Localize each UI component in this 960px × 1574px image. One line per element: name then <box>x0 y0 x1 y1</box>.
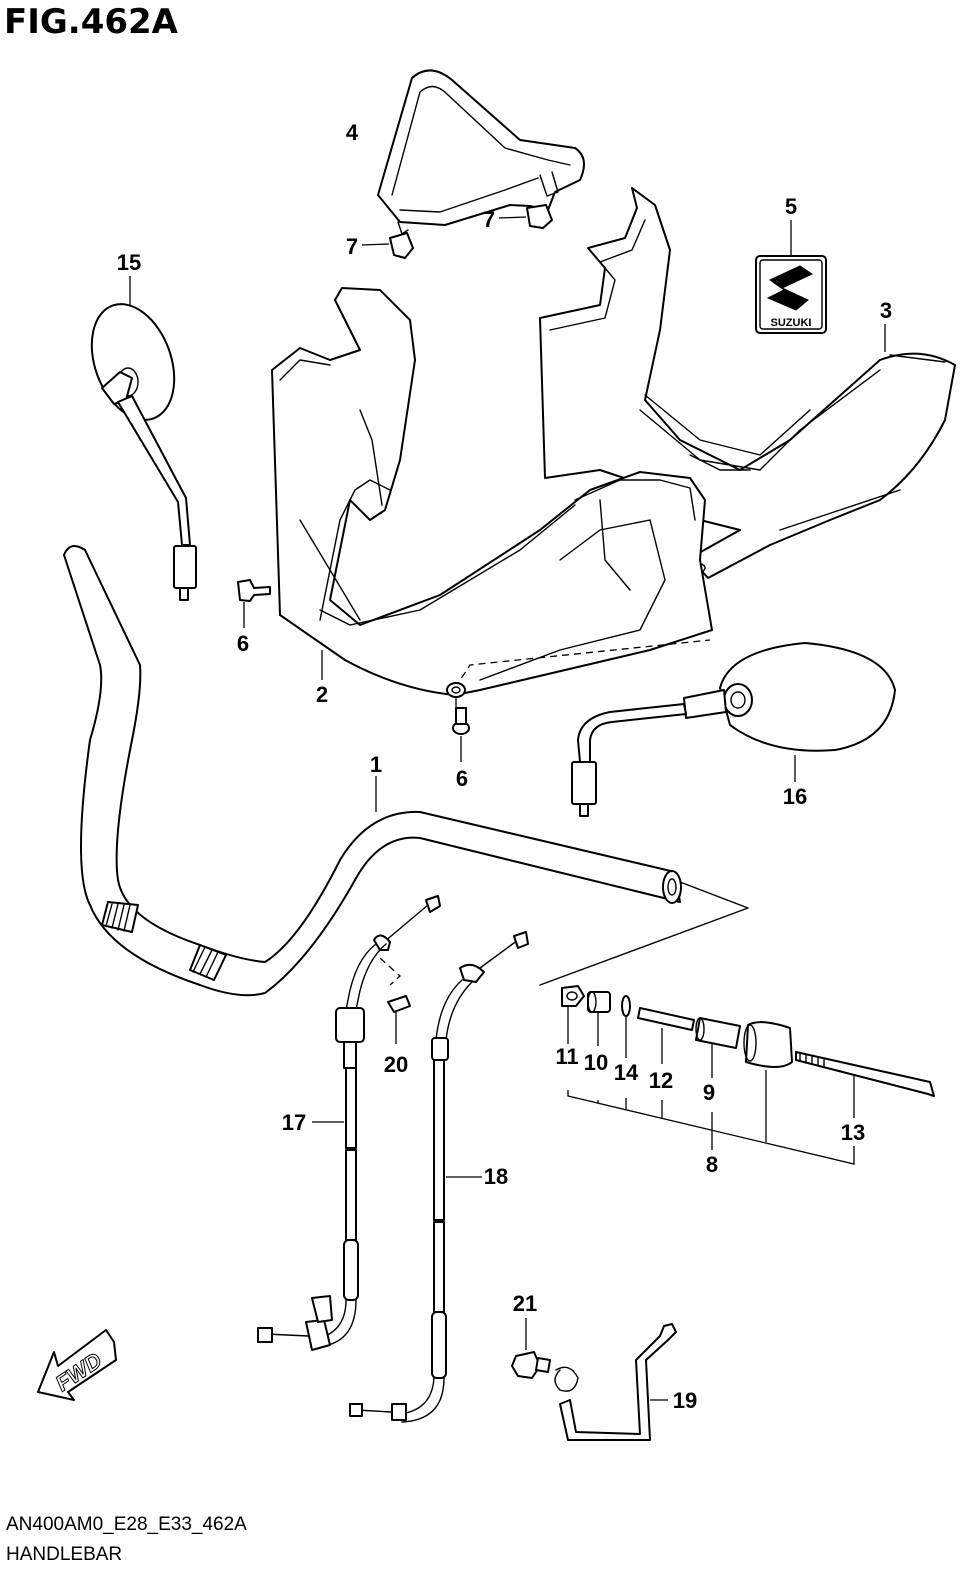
callout-8: 8 <box>706 1152 718 1177</box>
callout-17: 17 <box>282 1110 306 1135</box>
part-9-spacer <box>695 1017 741 1078</box>
part-13-balancer-weight <box>743 1021 935 1118</box>
callout-14: 14 <box>614 1060 639 1085</box>
callout-3: 3 <box>880 298 892 323</box>
emblem-text: SUZUKI <box>771 317 812 329</box>
part-4-upper-handle-cover <box>377 69 585 235</box>
figure-name: HANDLEBAR <box>6 1544 123 1565</box>
callout-6-center: 6 <box>456 766 468 791</box>
callout-21: 21 <box>513 1291 537 1316</box>
part-6-screw-left <box>237 579 271 628</box>
part-16-mirror-right <box>571 642 896 817</box>
part-1-handlebar <box>63 545 749 997</box>
callout-12: 12 <box>649 1068 673 1093</box>
suzuki-s-emblem-icon <box>766 265 814 311</box>
callout-10: 10 <box>584 1050 608 1075</box>
callout-15: 15 <box>117 250 141 275</box>
part-17-throttle-cable <box>257 895 441 1351</box>
part-10-collar <box>587 991 611 1046</box>
assembly-bracket-8 <box>567 1070 855 1165</box>
callout-7-left: 7 <box>346 234 358 259</box>
part-14-washer <box>621 995 631 1058</box>
callout-16: 16 <box>783 784 807 809</box>
part-12-rod <box>637 1007 695 1064</box>
figure-code: AN400AM0_E28_E33_462A <box>6 1514 247 1535</box>
part-21-bolt <box>511 1318 551 1379</box>
callout-11: 11 <box>555 1044 578 1069</box>
callout-13: 13 <box>841 1120 865 1145</box>
callout-7-right: 7 <box>483 207 495 232</box>
callout-20: 20 <box>384 1052 408 1077</box>
callout-9: 9 <box>703 1080 715 1105</box>
callout-1: 1 <box>370 752 382 777</box>
part-2-lower-handle-cover <box>271 287 713 696</box>
callout-5: 5 <box>785 194 797 219</box>
part-7-clip-left <box>361 232 414 259</box>
part-20-screw <box>387 995 411 1044</box>
part-11-bolt <box>561 985 585 1044</box>
callout-18: 18 <box>484 1164 508 1189</box>
part-15-mirror-left <box>90 276 197 601</box>
callout-2: 2 <box>316 682 328 707</box>
part-18-cable <box>349 931 529 1423</box>
callout-19: 19 <box>673 1388 697 1413</box>
part-19-wire-bracket <box>554 1323 677 1441</box>
part-5-emblem: SUZUKI <box>755 220 827 334</box>
fwd-arrow-icon: FWD <box>37 1329 117 1401</box>
figure-title: FIG.462A <box>4 2 178 42</box>
part-6-grommet-center <box>446 682 470 762</box>
callout-6-left: 6 <box>237 631 249 656</box>
callout-4: 4 <box>346 120 359 145</box>
part-7-clip-right <box>498 204 553 229</box>
